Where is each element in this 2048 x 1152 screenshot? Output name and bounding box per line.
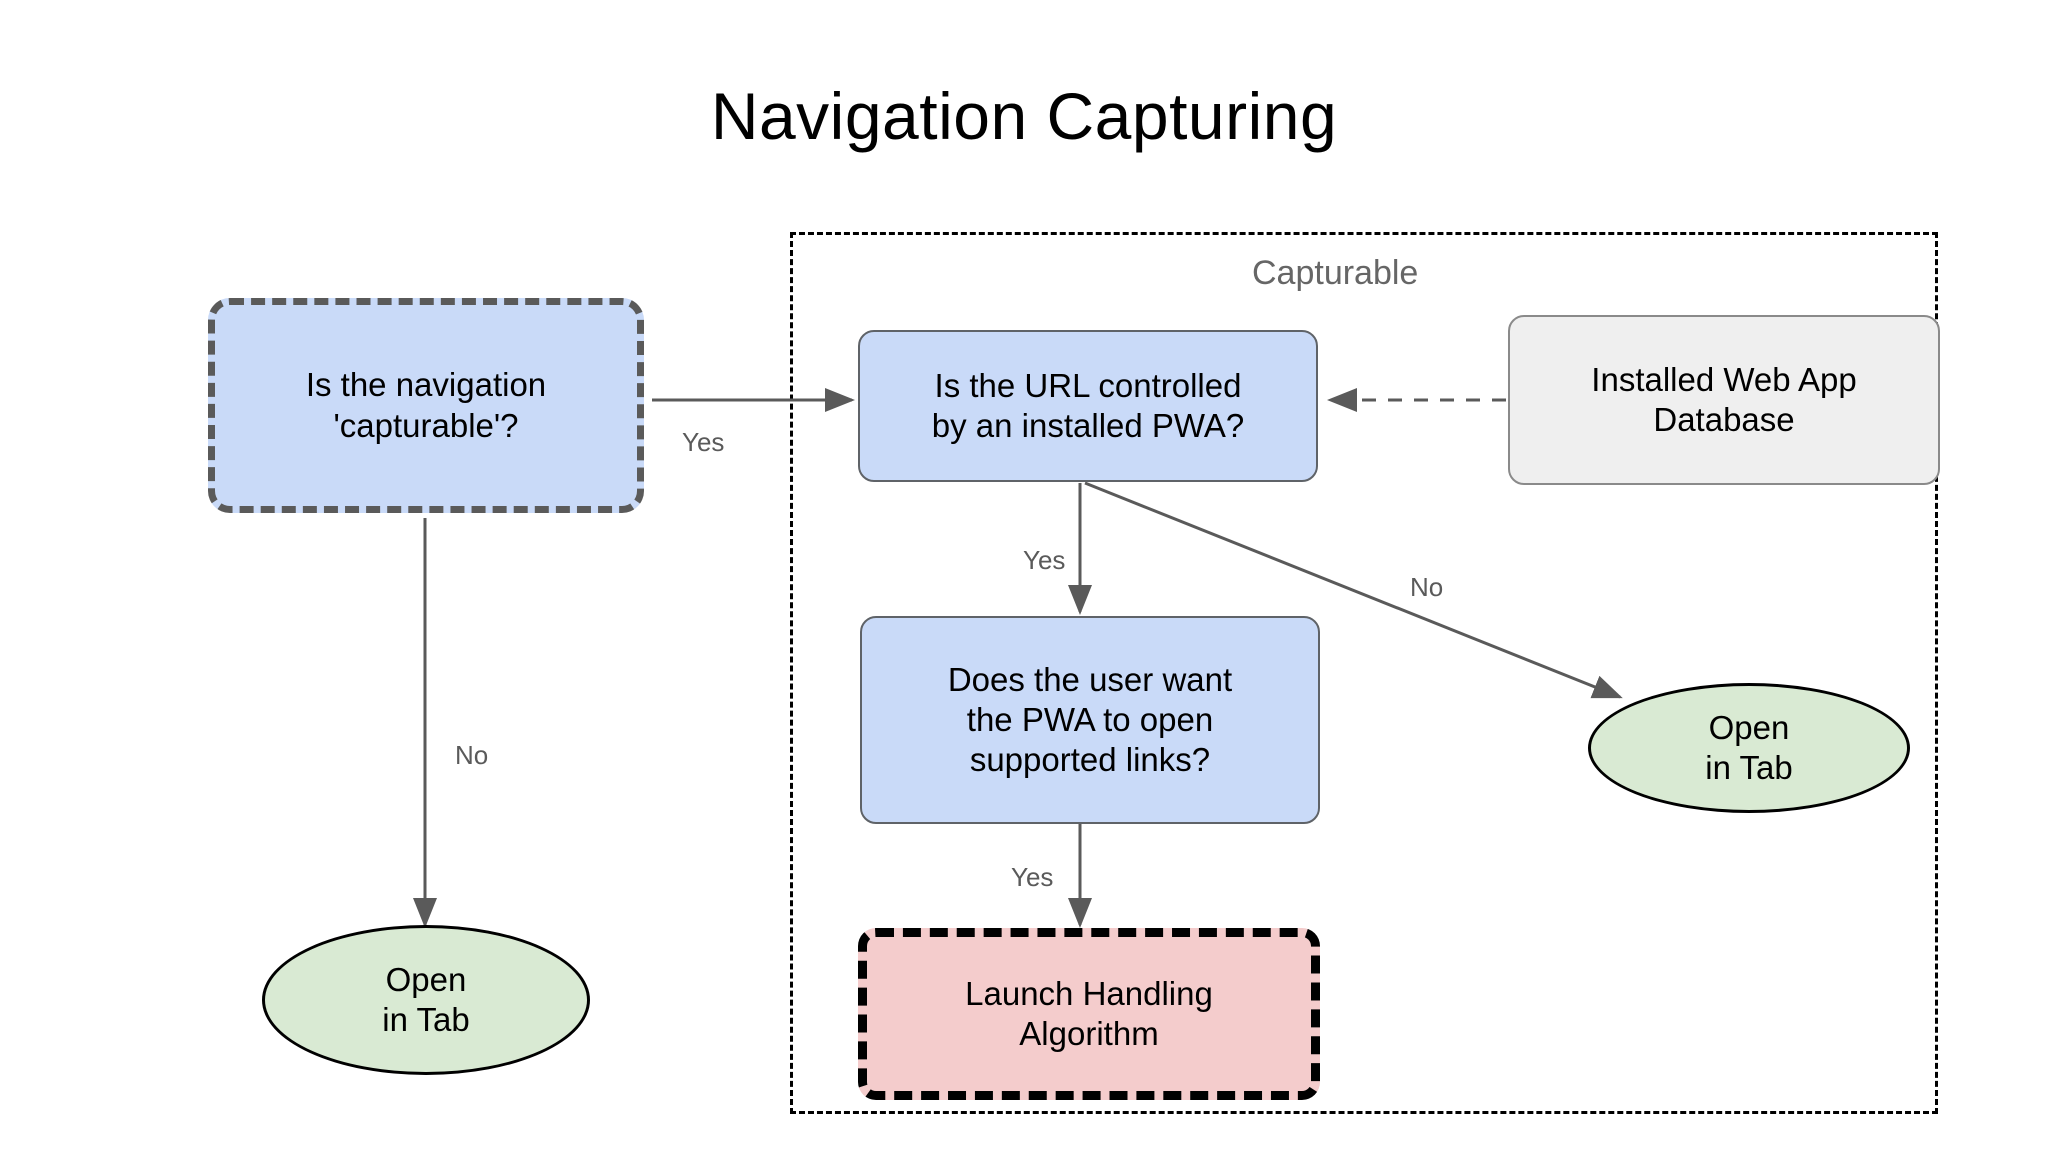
page-title: Navigation Capturing [710,79,1338,153]
node-user-want[interactable]: Does the user want the PWA to open suppo… [860,616,1320,824]
node-user-want-line1: Does the user want [947,660,1233,698]
node-user-want-line2: the PWA to open [966,700,1214,738]
node-open-in-tab-right-line2: in Tab [1705,749,1793,786]
node-open-in-tab-left[interactable]: Open in Tab [262,925,590,1075]
node-is-capturable[interactable]: Is the navigation 'capturable'? [208,298,644,513]
node-installed-db-line2: Database [1653,401,1795,438]
node-user-want-line3: supported links? [969,741,1211,779]
node-url-controlled-line2: by an installed PWA? [931,407,1245,444]
node-is-capturable-line2: 'capturable'? [333,406,519,444]
edge-label-want-yes: Yes [1011,862,1054,892]
node-url-controlled-line1: Is the URL controlled [934,366,1242,404]
node-launch-handling-algorithm[interactable]: Launch Handling Algorithm [858,928,1320,1100]
node-open-in-tab-right-line1: Open [1708,708,1790,746]
edge-label-url-no: No [1410,572,1444,602]
edge-label-capturable-no: No [455,740,489,770]
node-open-in-tab-left-line1: Open [385,960,467,998]
edge-label-url-yes: Yes [1023,545,1066,575]
capturable-group-label: Capturable [1252,254,1419,292]
node-launch-handling-line1: Launch Handling [965,974,1213,1012]
capturable-group-boundary [790,232,1938,1114]
node-launch-handling-line2: Algorithm [1019,1015,1159,1052]
node-open-in-tab-left-line2: in Tab [382,1001,470,1038]
edge-label-capturable-yes: Yes [682,427,725,457]
node-is-capturable-line1: Is the navigation [305,366,547,404]
node-installed-db-line1: Installed Web App [1591,360,1857,398]
node-url-controlled[interactable]: Is the URL controlled by an installed PW… [858,330,1318,482]
node-open-in-tab-right[interactable]: Open in Tab [1588,683,1910,813]
node-installed-web-app-database[interactable]: Installed Web App Database [1508,315,1940,485]
